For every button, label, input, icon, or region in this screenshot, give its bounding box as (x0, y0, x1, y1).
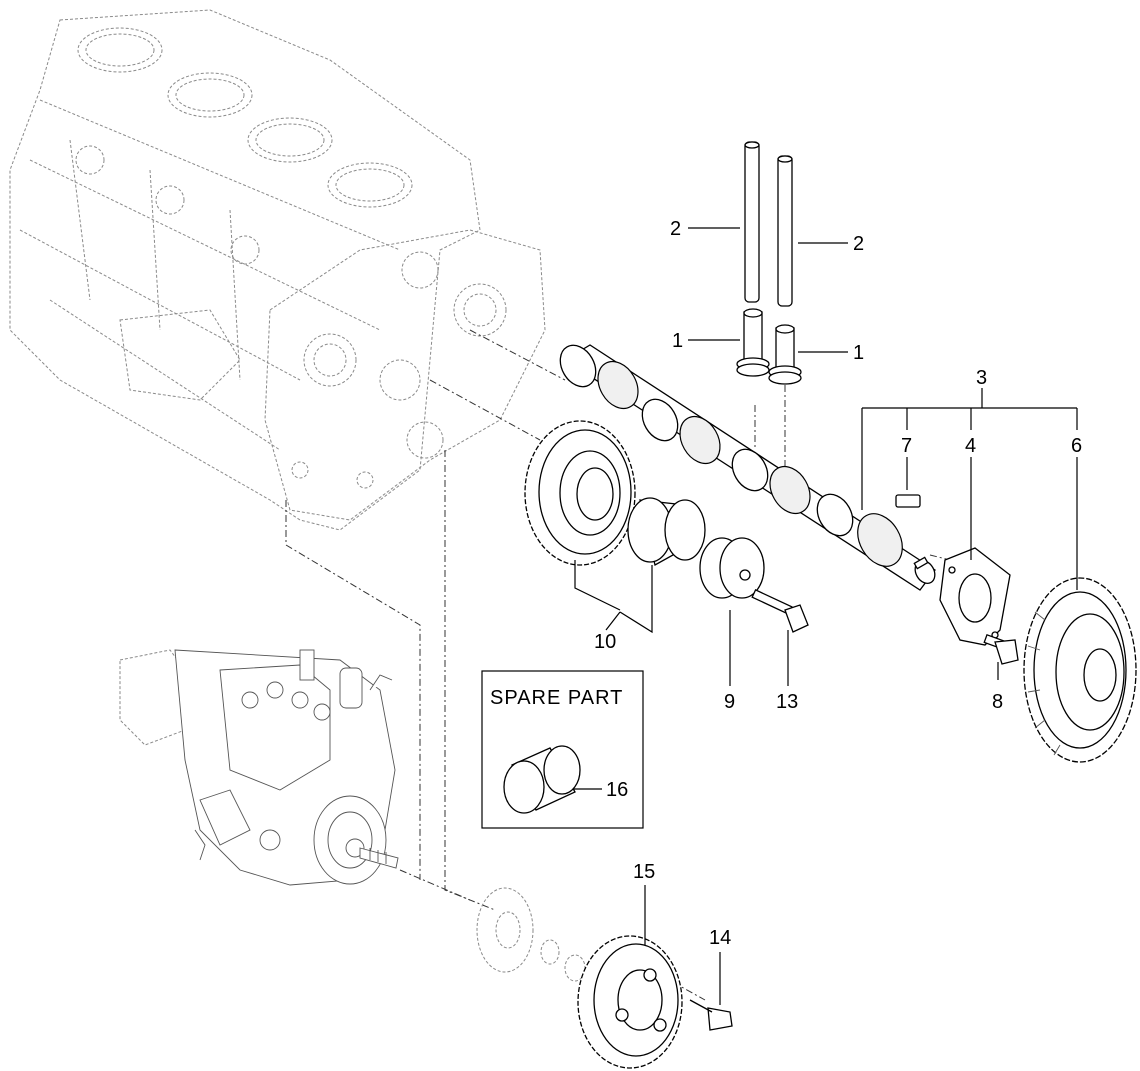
callout-2-left: 2 (670, 218, 681, 240)
callout-13: 13 (776, 691, 798, 713)
callout-10: 10 (594, 631, 616, 653)
callout-16: 16 (606, 779, 628, 801)
spare-part-title: SPARE PART (490, 687, 623, 709)
callout-1-right: 1 (853, 342, 864, 364)
camshaft-gear (1023, 577, 1137, 763)
callout-8: 8 (992, 691, 1003, 713)
callout-9: 9 (724, 691, 735, 713)
callout-14: 14 (709, 927, 731, 949)
callout-2-right: 2 (853, 233, 864, 255)
alignment-lines (285, 329, 951, 1001)
pump-flange (476, 887, 534, 973)
bolt-13 (751, 589, 809, 633)
thrust-plate (939, 547, 1011, 646)
idler-shaft (699, 537, 765, 599)
push-rod-right (777, 155, 793, 307)
callout-7: 7 (901, 435, 912, 457)
callout-15: 15 (633, 861, 655, 883)
injection-pump (119, 649, 399, 886)
tappet-left (736, 308, 770, 377)
callout-4: 4 (965, 435, 976, 457)
leader-lines (574, 227, 1078, 1005)
idler-bushing (627, 497, 706, 566)
callout-1-left: 1 (672, 330, 683, 352)
push-rod-left (744, 141, 760, 303)
tappet-right (768, 324, 802, 385)
injection-pump-gear (577, 935, 683, 1069)
spare-part-box: SPARE PART (481, 670, 644, 829)
engine-block (9, 9, 546, 531)
bolt-8 (983, 633, 1019, 665)
pump-washer (540, 939, 586, 982)
callouts: 2 2 1 1 3 7 4 6 10 9 13 8 16 15 14 (594, 218, 1082, 949)
callout-3: 3 (976, 367, 987, 389)
bolt-14 (689, 999, 733, 1031)
camshaft (559, 344, 936, 591)
spare-bushing (503, 745, 581, 814)
key (895, 494, 921, 508)
callout-6: 6 (1071, 435, 1082, 457)
idler-gear (524, 420, 636, 566)
